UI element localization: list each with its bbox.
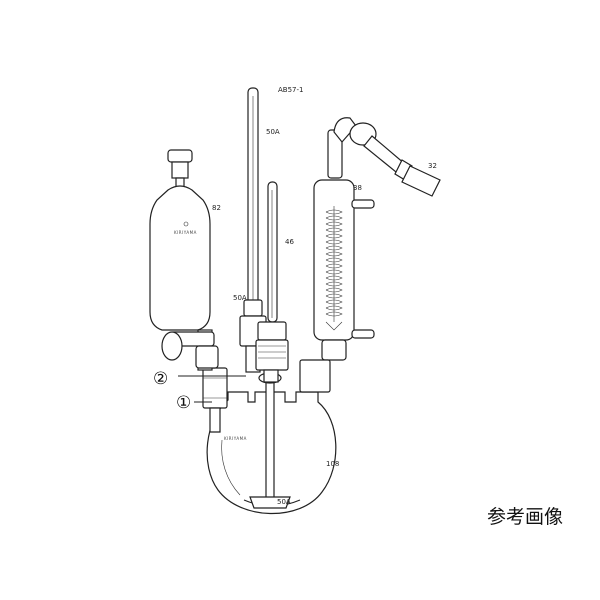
marker-1: ① <box>176 393 191 413</box>
label-thermometer-tall: 50A <box>266 128 280 136</box>
label-adapter: 50A <box>233 294 247 302</box>
label-thermometer-short: 46 <box>285 238 294 246</box>
left-neck-adapter <box>202 367 228 433</box>
label-dropping-funnel: 82 <box>212 204 221 212</box>
reference-image-caption: 参考画像 <box>487 506 564 528</box>
coil-condenser <box>299 117 441 393</box>
dropping-funnel <box>149 149 219 371</box>
label-stirrer: 50A <box>277 498 291 506</box>
diagram-code: AB57-1 <box>278 86 303 94</box>
flask-brand-text: KIRIYAMA <box>224 436 247 441</box>
label-condenser: 38 <box>353 184 362 192</box>
label-flask: 108 <box>326 460 339 468</box>
funnel-brand-text: KIRIYAMA <box>174 230 197 235</box>
short-thermometer <box>255 181 289 383</box>
marker-2: ② <box>153 369 168 389</box>
label-outlet: 32 <box>428 162 437 170</box>
